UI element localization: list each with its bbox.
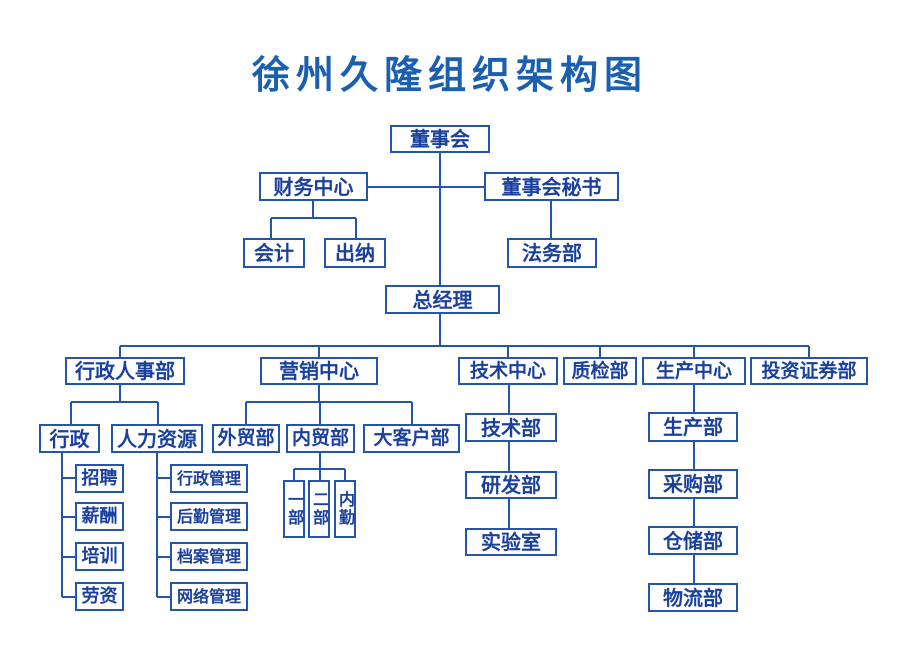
org-node-admin: 行政 [39, 424, 100, 453]
org-node-legal-dept: 法务部 [507, 238, 597, 268]
org-node-board-secretary: 董事会秘书 [484, 172, 619, 201]
org-node-logistics-mgmt: 后勤管理 [170, 502, 248, 531]
org-node-investment-dept: 投资证券部 [750, 357, 868, 385]
org-node-recruitment: 招聘 [75, 464, 124, 493]
org-node-foreign-trade-dept: 外贸部 [212, 424, 280, 453]
org-node-warehouse-dept: 仓储部 [648, 526, 738, 555]
org-node-human-resources: 人力资源 [111, 424, 203, 453]
org-node-purchasing-dept: 采购部 [648, 469, 738, 499]
org-node-training: 培训 [75, 542, 124, 571]
org-node-finance-center: 财务中心 [259, 172, 368, 201]
org-node-board: 董事会 [390, 125, 490, 153]
org-node-archive-mgmt: 档案管理 [170, 542, 248, 571]
org-node-internal-support: 内勤 [334, 480, 356, 538]
org-node-tech-dept: 技术部 [465, 413, 557, 442]
org-node-cashier: 出纳 [324, 238, 386, 268]
org-node-dept-two: 二部 [308, 480, 330, 538]
org-node-admin-hr-dept: 行政人事部 [65, 357, 185, 385]
org-node-payroll: 薪酬 [75, 502, 124, 531]
org-node-rd-dept: 研发部 [465, 471, 557, 499]
org-node-production-dept: 生产部 [648, 412, 738, 442]
org-node-qc-dept: 质检部 [563, 357, 637, 385]
org-node-production-center: 生产中心 [642, 357, 746, 385]
org-node-laboratory: 实验室 [465, 528, 557, 556]
org-node-admin-mgmt: 行政管理 [170, 464, 248, 493]
org-node-general-manager: 总经理 [385, 285, 500, 314]
org-node-network-mgmt: 网络管理 [170, 582, 248, 611]
org-node-key-account-dept: 大客户部 [363, 424, 460, 453]
org-node-logistics-dept: 物流部 [648, 583, 738, 612]
org-node-marketing-center: 营销中心 [260, 357, 378, 385]
org-node-tech-center: 技术中心 [458, 357, 558, 385]
org-node-labor-relations: 劳资 [75, 582, 124, 611]
org-node-domestic-trade-dept: 内贸部 [286, 424, 355, 453]
org-node-accounting: 会计 [243, 238, 305, 268]
org-node-dept-one: 一部 [283, 480, 305, 538]
chart-title: 徐州久隆组织架构图 [251, 53, 648, 97]
